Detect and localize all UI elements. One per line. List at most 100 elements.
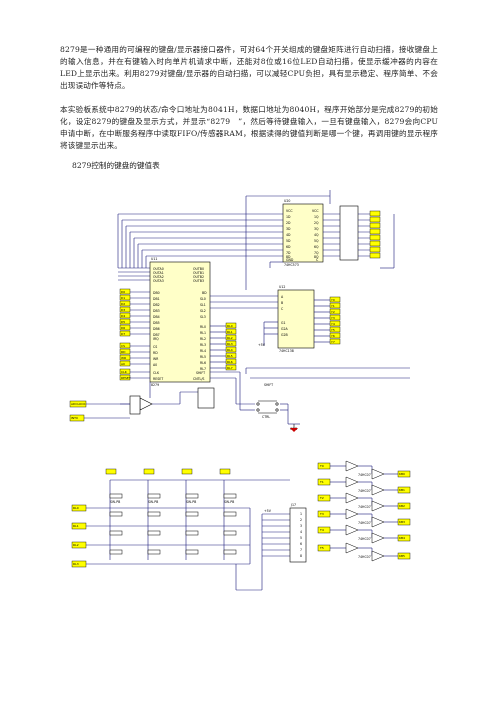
pin: CLK (153, 371, 160, 375)
y-tag: Y0 (331, 298, 335, 302)
pin: VCC (312, 209, 319, 213)
pin: 3D (286, 227, 291, 231)
rl-tag: RL5 (227, 354, 233, 358)
u11-part: 8279 (151, 383, 159, 387)
pin: 6D (286, 245, 291, 249)
ctrl-tag: CS (121, 344, 125, 348)
pin: 4D (286, 233, 291, 237)
buffer-in-tag: T5 (319, 546, 324, 550)
figure-caption: 8279控制的键盘的键值表 (72, 161, 160, 170)
rl-tag: RL7 (227, 366, 233, 370)
ctrl-label: CTRL (262, 415, 270, 419)
buffer-in-tag: T4 (319, 528, 324, 532)
connector-pin: 6 (300, 542, 302, 546)
bottom-tags: RL0 RL1 RL2 RL3 T0 T1 T2 T3 T4 T5 KB0 KB… (71, 462, 411, 568)
connector-pin: 5 (300, 536, 302, 540)
pin: RL0 (200, 325, 206, 329)
pin: OUTB2 (193, 275, 204, 279)
pin: SL1 (200, 303, 206, 307)
pin: G2B (281, 333, 288, 337)
pin: C (281, 307, 284, 311)
pin: OUTB0 (193, 267, 204, 271)
rl-tag: RL4 (227, 348, 233, 352)
data-tag: D3 (121, 308, 125, 312)
key-switches (109, 493, 237, 555)
pin: OUTB1 (193, 271, 204, 275)
ground-icon (290, 428, 298, 432)
row-tag: RL3 (73, 562, 79, 566)
pin: 8D (286, 255, 291, 259)
pin: OUTA0 (153, 267, 164, 271)
top-tags: D0 D1 D2 D3 D4 D5 D6 D7 CS RD WR A0 CLK … (69, 199, 381, 432)
pin: RL6 (200, 361, 206, 365)
pin: BD (202, 291, 207, 295)
vcc-label: +5V (258, 343, 266, 347)
u12-part: 74HC138 (279, 349, 294, 353)
pin: RL7 (200, 367, 206, 371)
ctrl-tag: WR (121, 356, 126, 360)
y-tag: Y5 (331, 328, 335, 332)
buffer-out-tag: KB1 (399, 488, 405, 492)
pin: RESET (153, 377, 163, 381)
y-tag: Y4 (331, 322, 335, 326)
paragraph-1: 8279是一种通用的可编程的键盘/显示器接口器件，可对64个开关组成的键盘矩阵进… (60, 45, 438, 90)
buffer-part: 74HC07 (358, 537, 371, 541)
buffer-out-tag: KB0 (399, 472, 405, 476)
switch-part: SW-PB (224, 500, 234, 504)
buffer-out-tag: KB3 (399, 520, 405, 524)
data-tag: D6 (121, 326, 125, 330)
pin: A (281, 295, 284, 299)
buffer-in-tag: T2 (319, 496, 324, 500)
buffer-out-tag: KB2 (399, 504, 405, 508)
row-tag: RL0 (73, 506, 79, 510)
pin: DB7 (153, 333, 160, 337)
pin: 1D (286, 215, 291, 219)
pin: RL3 (200, 343, 206, 347)
buffer-part: 74HC07 (358, 505, 371, 509)
data-tag: D5 (121, 320, 125, 324)
pin: 5Q (314, 239, 319, 243)
pin: SHIFT (196, 371, 205, 375)
connector-pin: 1 (300, 512, 302, 516)
pin: SL2 (200, 309, 206, 313)
ctrl-tag: A0 (121, 362, 125, 366)
connector-pin: 4 (300, 530, 302, 534)
pin: 2Q (314, 221, 319, 225)
paragraph-2: 本实验板系统中8279的状态/命令口地址为8041H，数据口地址为8040H，程… (60, 105, 438, 150)
u11-label: U11 (151, 257, 157, 261)
pin: RL1 (200, 331, 206, 335)
y-tag: Y7 (331, 340, 335, 344)
int-tag: INT0 (71, 416, 78, 420)
pin: GND (286, 258, 294, 262)
pin: RL5 (200, 355, 206, 359)
y-tag: Y6 (331, 334, 335, 338)
y-tag: Y3 (331, 316, 335, 320)
pin: OUTA2 (153, 275, 164, 279)
pin: DB6 (153, 327, 160, 331)
pin: B (281, 301, 283, 305)
pin: DB3 (153, 309, 160, 313)
connector-pin: 2 (300, 518, 302, 522)
u20-label: U20 (284, 199, 290, 203)
row-tag: RL2 (73, 543, 79, 547)
pin: 8Q (314, 255, 319, 259)
switch-part: SW-PB (148, 500, 158, 504)
pin: OUTA3 (153, 279, 164, 283)
pin: G2A (281, 327, 288, 331)
data-tag: D0 (121, 290, 125, 294)
buffer-out-tag: KB5 (399, 554, 405, 558)
misc-tag: CLK (121, 370, 128, 374)
pin: SL3 (200, 315, 206, 319)
pin: DB1 (153, 297, 160, 301)
rl-tag: RL2 (227, 336, 233, 340)
pin: 4Q (314, 233, 319, 237)
data-tag: D7 (121, 332, 125, 336)
shift-label: SHIFT (264, 383, 273, 387)
misc-tag: RESET (121, 376, 131, 380)
pin: WR (153, 357, 159, 361)
buffer-out-tag: KB4 (399, 536, 405, 540)
pin: 5D (286, 239, 291, 243)
rl-tag: RL0 (227, 324, 233, 328)
row-tag: RL1 (73, 524, 79, 528)
